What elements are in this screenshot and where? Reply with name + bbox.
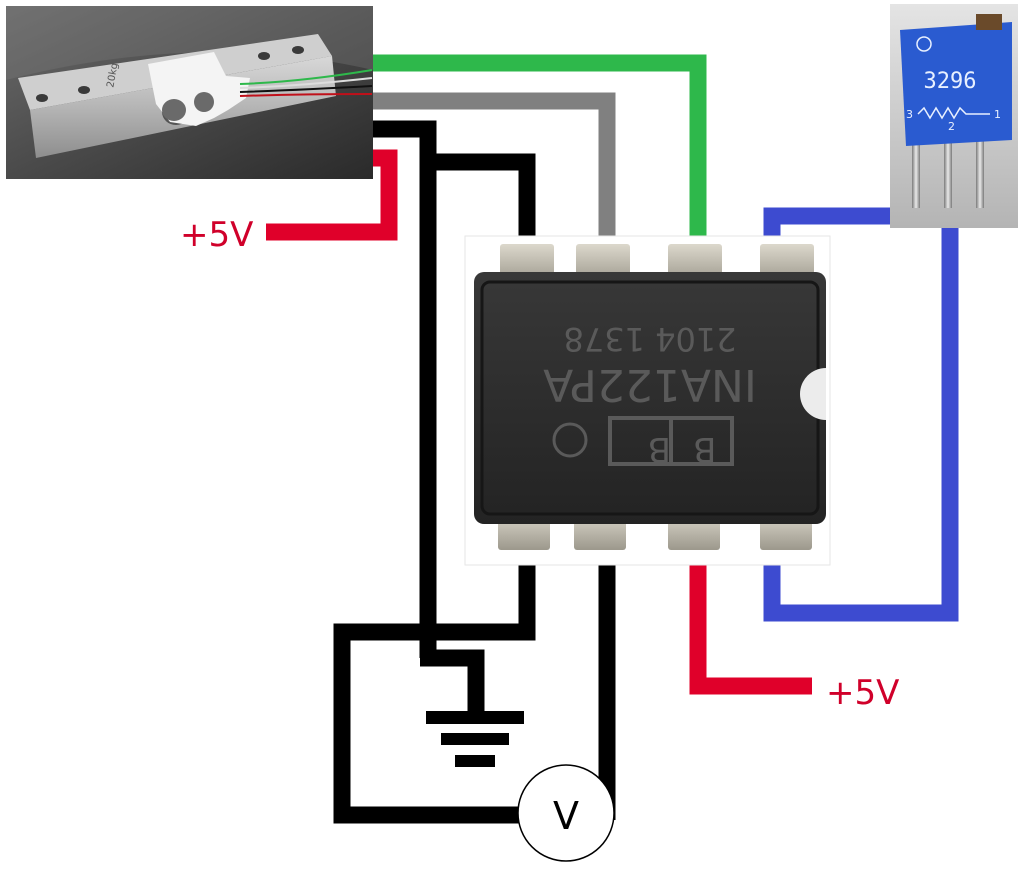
wire-red-bottom: [689, 560, 812, 695]
wire-black-ic-pin5: [420, 548, 536, 641]
wire-green: [372, 54, 707, 246]
chip-logo-text: BB: [626, 429, 717, 469]
trimmer-potentiometer-photo: 3296 3 1 2: [890, 4, 1018, 228]
wire-gray: [372, 92, 616, 246]
trimmer-pin-2: 2: [948, 120, 955, 133]
supply-label-top: +5V: [180, 215, 254, 255]
wire-black-ic-pin1: [428, 153, 536, 246]
wire-red-top: [266, 149, 398, 241]
ina122pa-chip: 2104 1378 INA122PA BB: [464, 235, 831, 566]
chip-marking-code: 2104 1378: [563, 320, 736, 358]
burr-brown-logo: BB: [552, 416, 734, 469]
chip-part-number: INA122PA: [543, 359, 757, 410]
trimmer-model: 3296: [924, 69, 977, 94]
trimmer-pin-1: 1: [994, 108, 1001, 121]
trimmer-pin-3: 3: [906, 108, 913, 121]
voltmeter-label: V: [553, 794, 579, 838]
wire-voltmeter-left: [333, 623, 520, 824]
voltmeter-circle: [517, 764, 615, 862]
load-cell-photo: 20kg: [6, 6, 373, 179]
load-cell-marking: 20kg: [105, 62, 120, 88]
wire-ground-stub: [420, 649, 485, 712]
supply-label-bottom: +5V: [826, 673, 900, 713]
ground-symbol: [426, 711, 524, 767]
wire-black-load-cell: [372, 120, 437, 658]
wire-blue-loop: [763, 205, 959, 622]
